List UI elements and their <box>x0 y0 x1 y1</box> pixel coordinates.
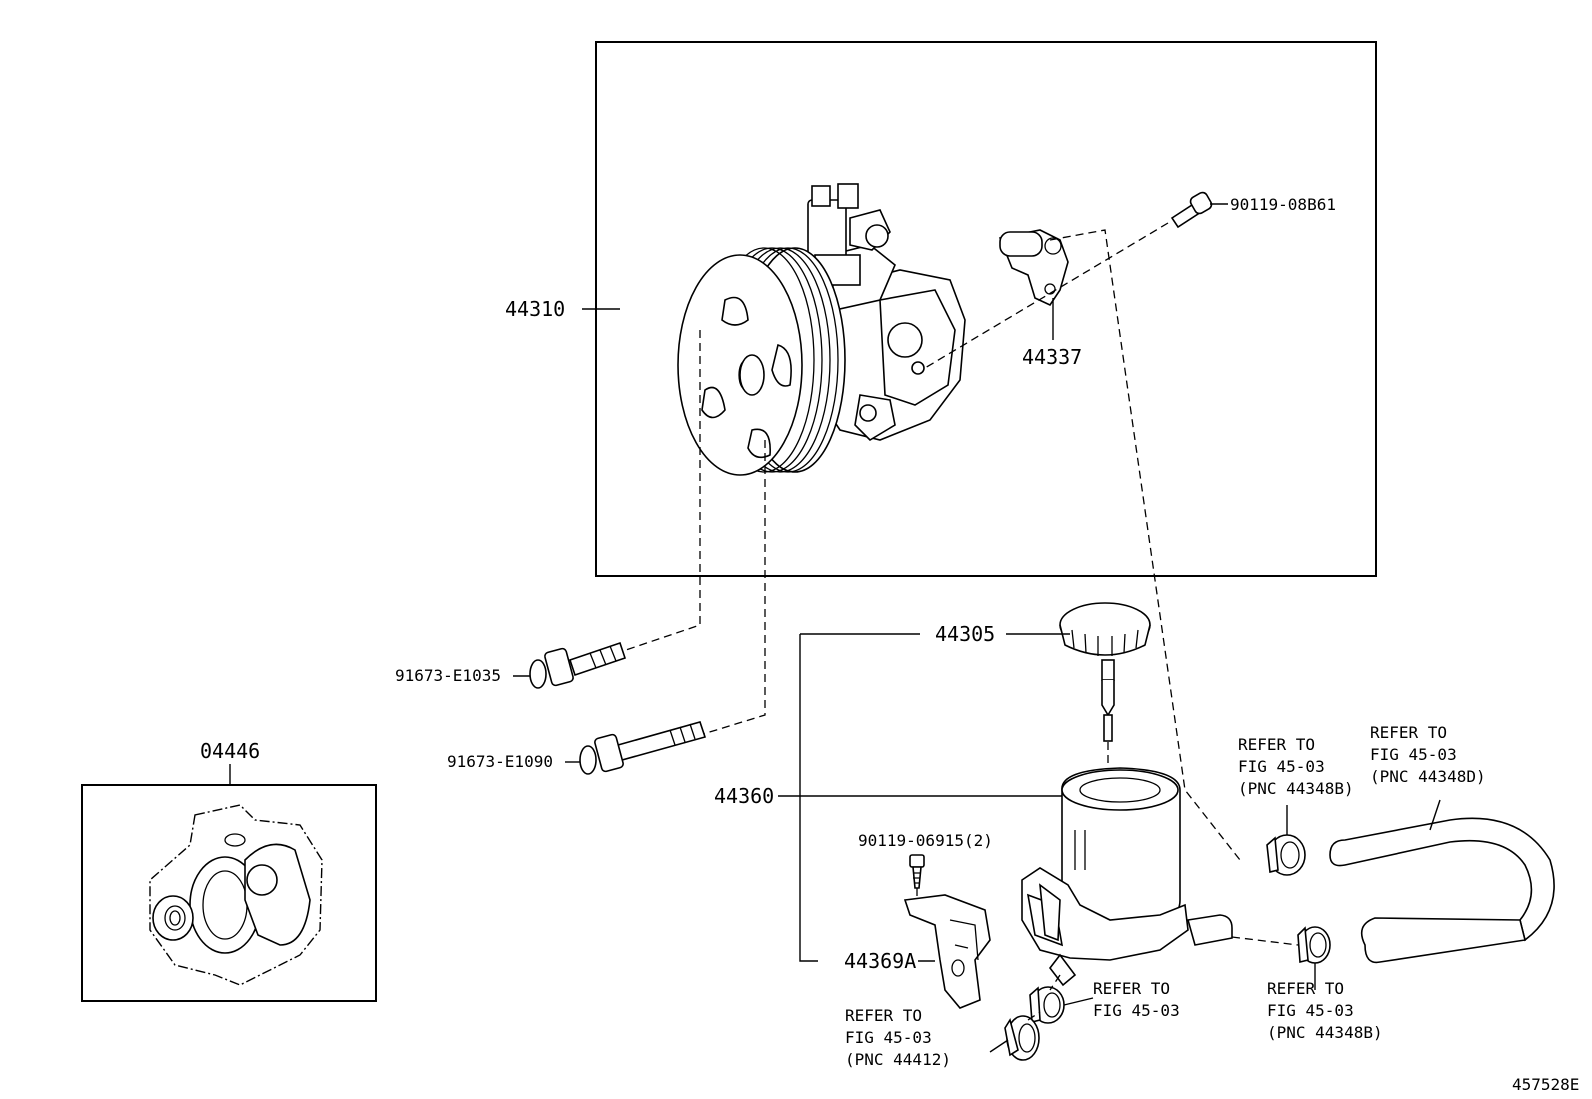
cap-icon[interactable] <box>1059 602 1151 742</box>
gasket-icon <box>149 804 323 986</box>
reservoir-icon[interactable] <box>1021 767 1233 987</box>
svg-text:FIG 45-03: FIG 45-03 <box>1238 757 1325 776</box>
clamp-icon[interactable] <box>1266 834 1306 876</box>
svg-text:(PNC 44412): (PNC 44412) <box>845 1050 951 1069</box>
refer-note-clamp-upper: REFER TO FIG 45-03 (PNC 44348B) <box>1238 735 1354 798</box>
svg-text:REFER TO: REFER TO <box>1370 723 1447 742</box>
svg-text:FIG 45-03: FIG 45-03 <box>1370 745 1457 764</box>
clamp-icon[interactable] <box>1029 986 1065 1024</box>
refer-note-clamp-lower-right: REFER TO FIG 45-03 (PNC 44348B) <box>1267 979 1383 1042</box>
svg-text:FIG 45-03: FIG 45-03 <box>1267 1001 1354 1020</box>
callout-90119-08b61: 90119-08B61 <box>1230 195 1336 214</box>
bolt-icon[interactable] <box>1170 191 1213 229</box>
svg-text:REFER TO: REFER TO <box>1093 979 1170 998</box>
bolt-icon[interactable] <box>909 854 925 889</box>
svg-text:REFER TO: REFER TO <box>845 1006 922 1025</box>
gasket-kit-frame <box>81 784 377 1002</box>
callout-91673-e1035: 91673-E1035 <box>395 666 501 685</box>
svg-text:REFER TO: REFER TO <box>1267 979 1344 998</box>
refer-note-hose-lower-left: REFER TO FIG 45-03 (PNC 44412) <box>845 1006 951 1069</box>
svg-text:FIG 45-03: FIG 45-03 <box>1093 1001 1180 1020</box>
refer-note-clamp-lower-mid: REFER TO FIG 45-03 <box>1093 979 1180 1020</box>
svg-text:(PNC 44348B): (PNC 44348B) <box>1267 1023 1383 1042</box>
refer-note-hose-upper: REFER TO FIG 45-03 (PNC 44348D) <box>1370 723 1486 786</box>
diagram-id: 457528E <box>1512 1075 1579 1094</box>
pulley-icon <box>677 247 846 476</box>
bracket-icon[interactable] <box>998 229 1069 307</box>
callout-04446: 04446 <box>200 739 260 763</box>
svg-text:(PNC 44348D): (PNC 44348D) <box>1370 767 1486 786</box>
hose-icon[interactable] <box>1329 817 1555 964</box>
bolt-icon[interactable] <box>529 641 627 689</box>
svg-text:FIG 45-03: FIG 45-03 <box>845 1028 932 1047</box>
pump-icon[interactable] <box>807 183 966 442</box>
svg-text:REFER TO: REFER TO <box>1238 735 1315 754</box>
callout-44360: 44360 <box>714 784 774 808</box>
callout-90119-06915: 90119-06915(2) <box>858 831 993 850</box>
svg-text:(PNC 44348B): (PNC 44348B) <box>1238 779 1354 798</box>
callout-91673-e1090: 91673-E1090 <box>447 752 553 771</box>
clamp-icon[interactable] <box>1297 926 1331 964</box>
callout-44337: 44337 <box>1022 345 1082 369</box>
hose-icon[interactable] <box>1004 1015 1040 1061</box>
callout-44310: 44310 <box>505 297 565 321</box>
bracket-icon[interactable] <box>903 894 991 1009</box>
bolt-icon[interactable] <box>579 721 707 775</box>
callout-44369a: 44369A <box>844 949 916 973</box>
callout-44305: 44305 <box>935 622 995 646</box>
